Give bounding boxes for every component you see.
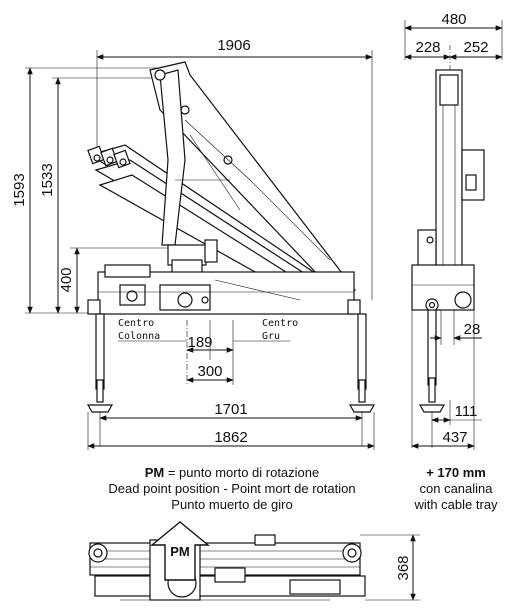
dim-1906: 1906 bbox=[217, 37, 250, 54]
dim-111: 111 bbox=[455, 403, 478, 420]
dim-1701: 1701 bbox=[214, 401, 247, 418]
dim-189: 189 bbox=[187, 334, 212, 351]
side-view: 1906 1593 1533 400 bbox=[11, 37, 376, 450]
caption-pm-line3: Punto muerto de giro bbox=[171, 497, 292, 512]
caption-pm-line1: PM = punto morto di rotazione bbox=[145, 465, 320, 480]
pm-badge: PM bbox=[170, 544, 190, 559]
dim-252: 252 bbox=[463, 39, 488, 56]
dim-300: 300 bbox=[197, 363, 222, 380]
dim-368: 368 bbox=[395, 555, 412, 580]
label-centro-gru-1: Centro bbox=[262, 318, 298, 329]
dim-1862: 1862 bbox=[214, 429, 247, 446]
dim-1533: 1533 bbox=[39, 163, 56, 196]
dim-437: 437 bbox=[442, 429, 467, 446]
column bbox=[167, 239, 218, 276]
plan-view: PM 368 bbox=[88, 521, 420, 601]
end-view: 480 228 252 28 111 bbox=[404, 11, 503, 450]
caption-tray-line3: with cable tray bbox=[413, 497, 498, 512]
dim-228: 228 bbox=[415, 39, 440, 56]
dim-480: 480 bbox=[441, 11, 466, 28]
caption-tray-line1: + 170 mm bbox=[426, 465, 486, 480]
caption-tray-line2: con canalina bbox=[420, 481, 494, 496]
label-centro-colonna-2: Colonna bbox=[118, 331, 160, 342]
caption-pm-line2: Dead point position - Point mort de rota… bbox=[108, 481, 355, 496]
label-centro-colonna-1: Centro bbox=[118, 318, 154, 329]
dim-400: 400 bbox=[58, 267, 75, 292]
boom-raised bbox=[149, 61, 356, 299]
pm-arrow-icon bbox=[150, 521, 210, 581]
outrigger-left bbox=[86, 313, 114, 413]
outrigger-right bbox=[348, 313, 376, 413]
label-centro-gru-2: Gru bbox=[262, 331, 280, 342]
dim-28: 28 bbox=[464, 321, 481, 338]
base-frame bbox=[87, 264, 361, 315]
dim-1593: 1593 bbox=[11, 173, 28, 206]
